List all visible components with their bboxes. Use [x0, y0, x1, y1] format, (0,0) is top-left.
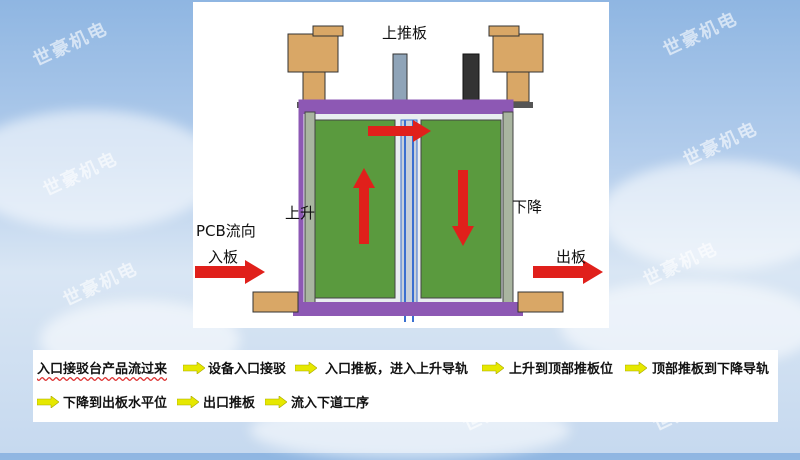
process-step: 顶部推板到下降导轨: [652, 362, 770, 377]
top-push-cylinder-right: [462, 53, 480, 105]
flow-arrow-icon: [177, 396, 199, 408]
process-flow-strip: 入口接驳台产品流过来 设备入口接驳 入口推板，进入上升导轨 上升到顶部推板位 顶…: [33, 350, 778, 422]
arrow-top-push: [368, 120, 431, 142]
process-step: 流入下道工序: [291, 396, 370, 411]
arrow-out-board: [533, 260, 603, 284]
right-motor-assembly: [488, 25, 544, 108]
flow-arrow-icon: [37, 396, 59, 408]
machine-drawing: [195, 25, 603, 322]
arrow-in-board: [195, 260, 265, 284]
process-step: 上升到顶部推板位: [509, 362, 614, 377]
flow-arrow-icon: [625, 362, 647, 374]
left-infeed-conveyor: [252, 291, 299, 313]
arrow-rise: [353, 168, 375, 244]
flow-arrow-icon: [183, 362, 205, 374]
flow-arrow-icon: [265, 396, 287, 408]
process-step: 入口推板，进入上升导轨: [325, 362, 469, 377]
left-rack: [314, 119, 396, 299]
watermark: 世豪机电: [29, 17, 112, 71]
top-beam: [301, 100, 511, 114]
process-step: 入口接驳台产品流过来: [37, 362, 168, 377]
cloud: [600, 160, 800, 270]
left-motor-assembly: [287, 25, 344, 108]
process-step: 出口推板: [203, 396, 256, 411]
label-out-board: 出板: [556, 248, 587, 266]
label-top-push: 上推板: [382, 24, 428, 42]
flow-arrow-icon: [295, 362, 317, 374]
process-step: 下降到出板水平位: [63, 396, 168, 411]
watermark: 世豪机电: [659, 7, 742, 61]
center-column: [400, 119, 418, 311]
label-fall: 下降: [512, 198, 543, 216]
right-outfeed-conveyor: [517, 291, 564, 313]
base: [293, 302, 523, 316]
label-in-board: 入板: [208, 248, 239, 266]
machine-drawing-panel: [193, 2, 609, 328]
label-rise: 上升: [285, 204, 316, 222]
cloud: [0, 110, 220, 230]
arrow-fall: [452, 170, 474, 246]
flow-arrow-icon: [482, 362, 504, 374]
label-pcb-flow: PCB流向: [196, 222, 256, 240]
top-push-cylinder-left: [392, 53, 408, 105]
process-step: 设备入口接驳: [208, 362, 287, 377]
